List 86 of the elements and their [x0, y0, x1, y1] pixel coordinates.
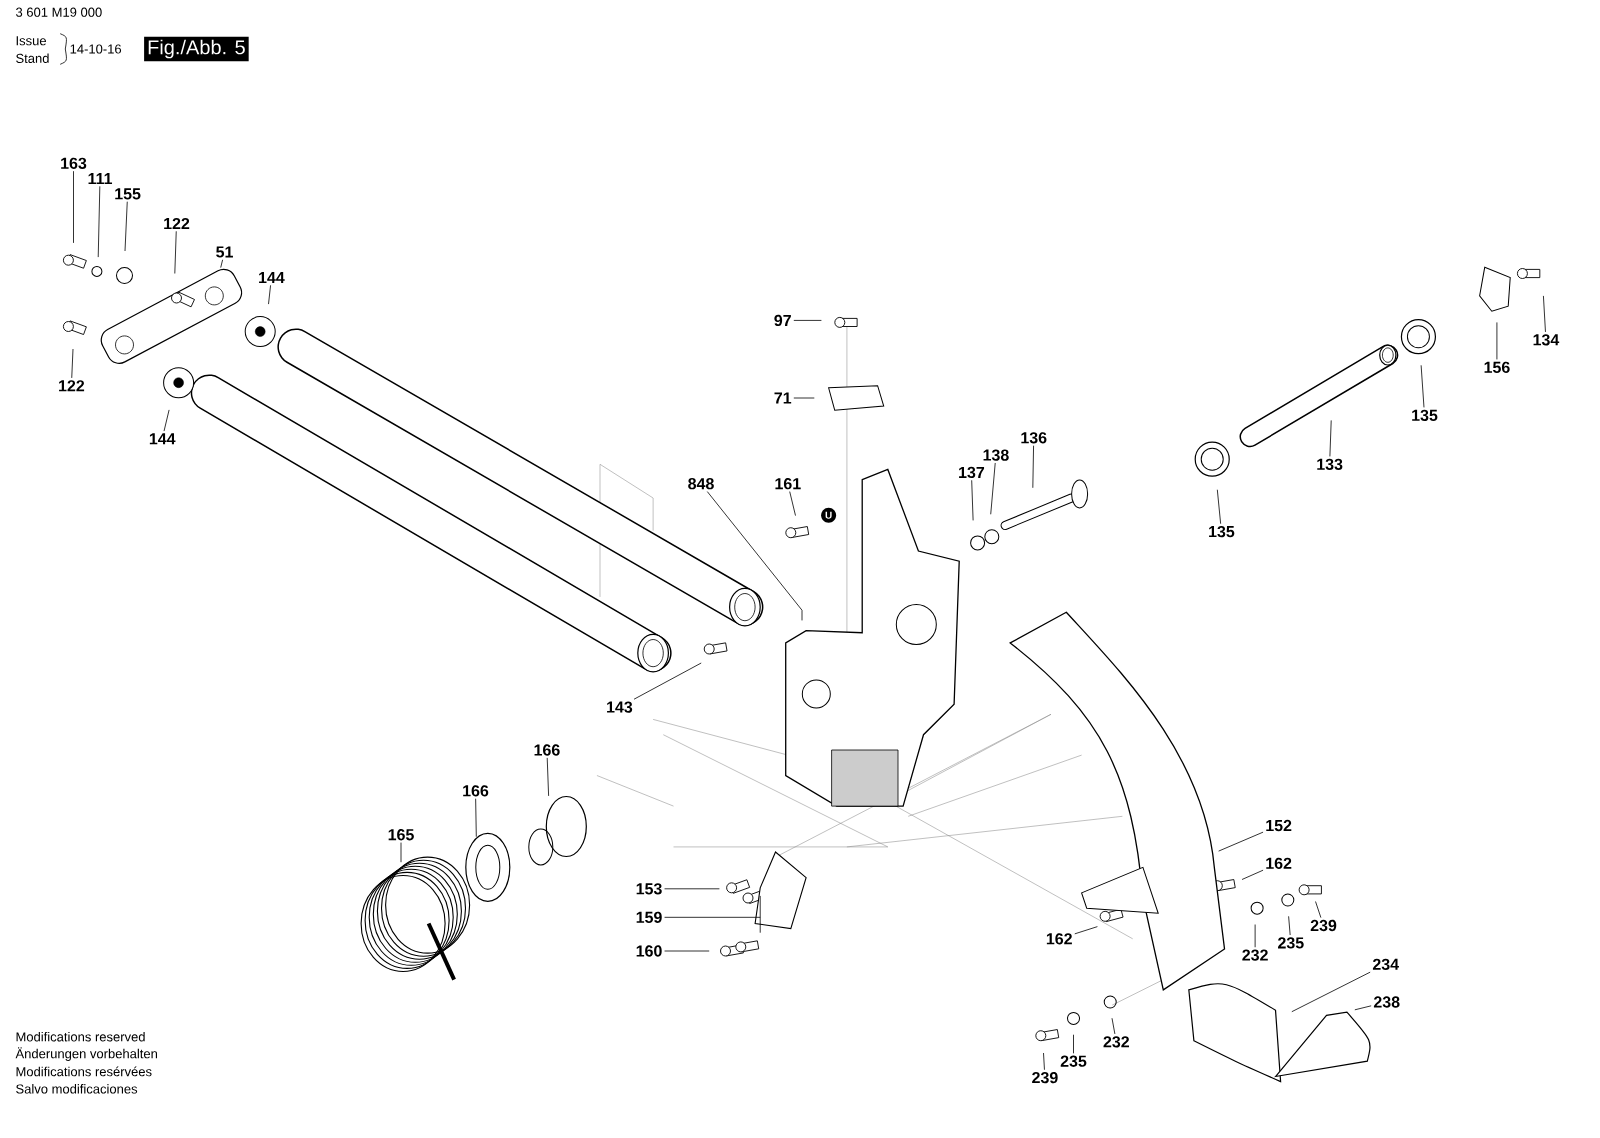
callout-number: 138 [983, 449, 1009, 461]
callout-number: 153 [636, 883, 662, 895]
callout-number: 232 [1242, 949, 1268, 961]
leader-line [1496, 322, 1498, 360]
leader-line [1420, 364, 1425, 408]
leader-line [1288, 915, 1291, 936]
note-text: Änderungen vorbehalten [15, 1047, 157, 1061]
leader-line [664, 888, 720, 890]
leader-line [990, 462, 996, 515]
leader-line [1241, 869, 1264, 880]
leader-line [220, 259, 223, 268]
callout-number: 162 [1266, 857, 1292, 869]
leader-line [793, 320, 822, 321]
callout-number: 848 [688, 478, 714, 490]
callout-number: 135 [1412, 409, 1438, 421]
leader-line [163, 409, 170, 432]
leader-line [1216, 489, 1222, 525]
callout-number: 122 [59, 380, 85, 392]
callout-number: 163 [61, 157, 87, 169]
callout-number: 143 [607, 701, 633, 713]
callout-number: 144 [259, 272, 285, 284]
symbol-badge: U [821, 507, 837, 523]
callout-number: 162 [1046, 933, 1072, 945]
callout-number: 239 [1310, 919, 1337, 932]
leader-line [97, 185, 101, 258]
callout-number: 71 [774, 392, 792, 404]
leader-line [400, 842, 402, 863]
callout-number: 51 [216, 246, 233, 258]
callout-number: 234 [1372, 958, 1399, 970]
callout-number: 136 [1021, 432, 1047, 444]
leader-line [1291, 971, 1371, 1013]
leader-line [475, 798, 477, 838]
leader-line [1074, 926, 1098, 935]
callout-number: 238 [1373, 996, 1400, 1008]
callout-number: 235 [1278, 937, 1304, 949]
callout-number: 152 [1266, 819, 1292, 832]
leader-line [1354, 1005, 1372, 1011]
issue-date: 14-10-16 [70, 44, 122, 54]
note-text: Salvo modificaciones [16, 1084, 138, 1094]
leader-line [1218, 831, 1264, 852]
leader-line [633, 662, 702, 700]
callout-number: 165 [388, 829, 414, 841]
leader-line [1073, 1034, 1074, 1054]
callout-number: 122 [164, 217, 190, 230]
leader-line [971, 479, 974, 521]
header-text: Issue [16, 36, 46, 46]
callout-number: 155 [115, 188, 141, 200]
callout-number: 97 [774, 314, 791, 327]
callout-number: 159 [636, 911, 662, 923]
callout-number: 133 [1317, 458, 1343, 470]
callout-number: 232 [1103, 1036, 1129, 1048]
leader-line [1043, 1052, 1045, 1071]
figure-label: Fig./Abb. 5 [144, 36, 249, 62]
callout-number: 160 [636, 945, 662, 957]
header-text: Stand [16, 53, 49, 63]
leader-line [1543, 295, 1546, 333]
leader-line [174, 230, 177, 274]
part-number: 3 601 M19 000 [16, 7, 102, 17]
leader-line [664, 895, 761, 934]
leader-line [1315, 901, 1322, 919]
leader-line [73, 170, 74, 244]
callout-number: 239 [1032, 1071, 1058, 1084]
callout-number: 111 [88, 173, 112, 185]
leader-line [1254, 924, 1256, 948]
callout-number: 166 [463, 785, 489, 797]
leader-line [664, 950, 710, 952]
leader-line [1329, 420, 1332, 457]
callout-number: 235 [1060, 1055, 1087, 1067]
note-text: Modifications resérvées [16, 1066, 152, 1077]
callout-number: 135 [1209, 525, 1235, 538]
callout-number: 137 [959, 466, 985, 479]
note-text: Modifications reserved [16, 1031, 145, 1042]
leader-line [1111, 1017, 1116, 1035]
callout-number: 156 [1484, 361, 1510, 373]
leader-line [71, 348, 74, 379]
callout-number: 144 [149, 433, 176, 445]
callout-number: 134 [1533, 334, 1560, 346]
leader-line [1032, 445, 1034, 489]
leader-line [268, 284, 271, 305]
callout-number: 166 [534, 744, 560, 756]
callout-number: 161 [775, 478, 801, 490]
leader-line [124, 201, 128, 252]
leader-line [789, 491, 796, 516]
leader-line [706, 491, 803, 621]
leader-line [793, 397, 815, 399]
leader-line [546, 757, 549, 797]
